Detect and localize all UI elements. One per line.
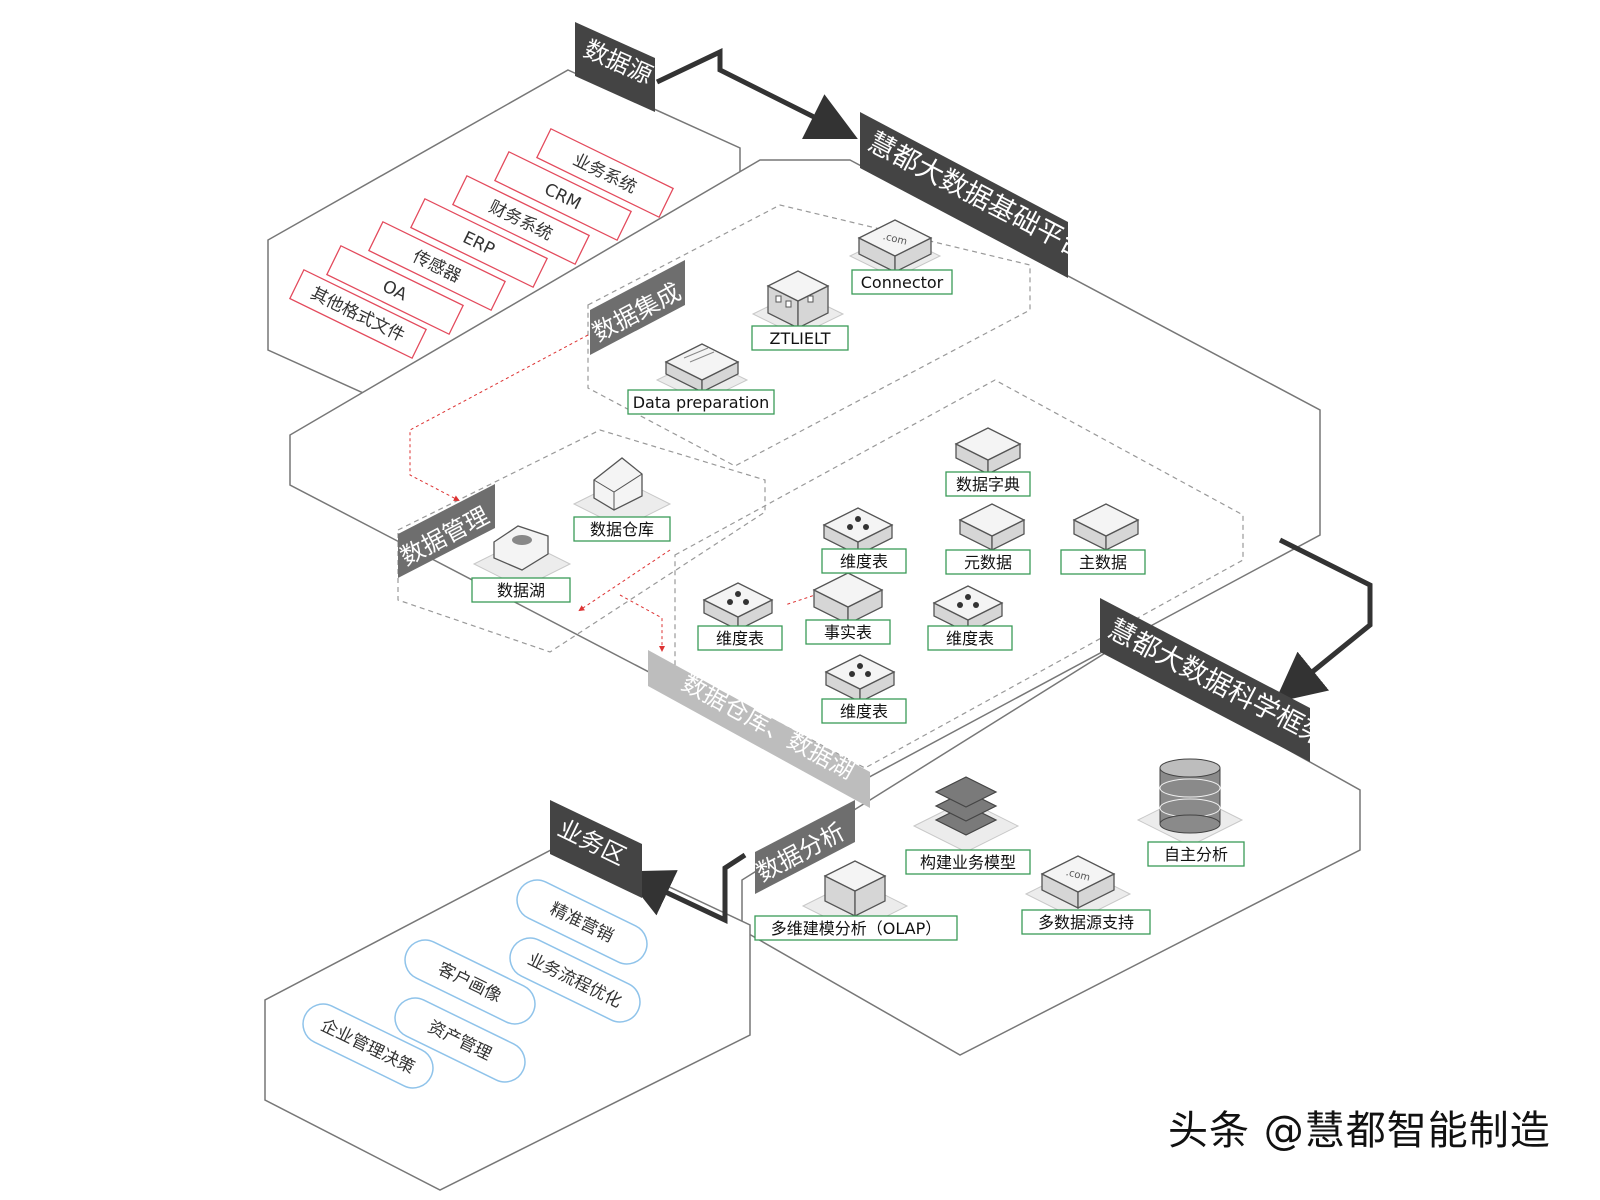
fact-label: 事实表 — [824, 623, 872, 642]
dimension-top-icon — [822, 507, 894, 557]
watermark-text: 头条 @慧都智能制造 — [1168, 1108, 1551, 1154]
building-icon — [751, 270, 845, 337]
flow-warehouse-to-lake — [578, 549, 671, 612]
server-icon: .com — [848, 219, 942, 279]
dim-bottom-label: 维度表 — [840, 702, 888, 721]
dim-left-label: 维度表 — [716, 629, 764, 648]
label-connector: Connector — [851, 269, 953, 295]
label-data-lake: 数据湖 — [471, 577, 571, 603]
label-multi-source: 多数据源支持 — [1021, 909, 1151, 935]
label-dim-bottom: 维度表 — [821, 698, 907, 724]
business-banner: 业务区 — [550, 800, 642, 898]
warehouse-icon — [572, 457, 672, 529]
data-lake-label: 数据湖 — [497, 581, 545, 600]
metadata-icon — [958, 503, 1026, 552]
label-dim-left: 维度表 — [697, 625, 783, 651]
label-self-analysis: 自主分析 — [1147, 841, 1245, 867]
master-label: 主数据 — [1079, 553, 1127, 572]
science-to-business-arrow — [621, 852, 747, 924]
data-source-banner: 数据源 — [575, 22, 657, 112]
dimension-bottom-icon — [824, 654, 896, 704]
dimension-left-icon — [702, 582, 774, 632]
platform-to-science-arrow — [1274, 537, 1373, 703]
self-analysis-label: 自主分析 — [1164, 845, 1228, 864]
source-item-5: OA — [325, 244, 465, 336]
warehouse-area — [674, 379, 1244, 769]
label-dim-top: 维度表 — [821, 548, 907, 574]
label-data-warehouse: 数据仓库 — [573, 516, 671, 542]
fact-table-icon — [812, 572, 884, 626]
multi-source-icon: .com — [1024, 855, 1132, 921]
label-fact: 事实表 — [805, 619, 891, 645]
database-icon — [1136, 758, 1244, 847]
dictionary-icon — [954, 427, 1022, 476]
source-to-platform-arrow — [655, 48, 858, 139]
data-preparation-label: Data preparation — [633, 393, 770, 412]
label-ztlielt: ZTLIELT — [751, 325, 849, 351]
metadata-label: 元数据 — [964, 553, 1012, 572]
source-item-3: ERP — [409, 197, 549, 289]
management-area — [397, 429, 766, 653]
olap-label: 多维建模分析（OLAP） — [771, 919, 941, 938]
lake-icon — [472, 525, 572, 589]
label-olap: 多维建模分析（OLAP） — [754, 915, 958, 941]
science-panel — [741, 649, 1361, 1056]
integration-area — [587, 204, 1031, 467]
label-dim-right: 维度表 — [927, 625, 1013, 651]
label-metadata: 元数据 — [945, 549, 1031, 575]
dim-right-label: 维度表 — [946, 629, 994, 648]
label-master: 主数据 — [1060, 549, 1146, 575]
label-dictionary: 数据字典 — [945, 471, 1031, 497]
label-business-model: 构建业务模型 — [905, 849, 1031, 875]
dim-top-label: 维度表 — [840, 552, 888, 571]
dictionary-label: 数据字典 — [956, 475, 1020, 494]
master-data-icon — [1072, 503, 1140, 552]
platform-panel — [289, 159, 1321, 783]
business-model-label: 构建业务模型 — [920, 853, 1016, 872]
connector-label: Connector — [861, 273, 944, 292]
data-warehouse-label: 数据仓库 — [590, 520, 654, 539]
flow-integration-to-management — [409, 334, 589, 501]
layers-icon — [912, 776, 1020, 853]
ztlielt-label: ZTLIELT — [770, 329, 831, 348]
source-item-1: CRM — [493, 150, 633, 242]
label-data-preparation: Data preparation — [627, 389, 775, 415]
multi-source-label: 多数据源支持 — [1038, 913, 1134, 932]
